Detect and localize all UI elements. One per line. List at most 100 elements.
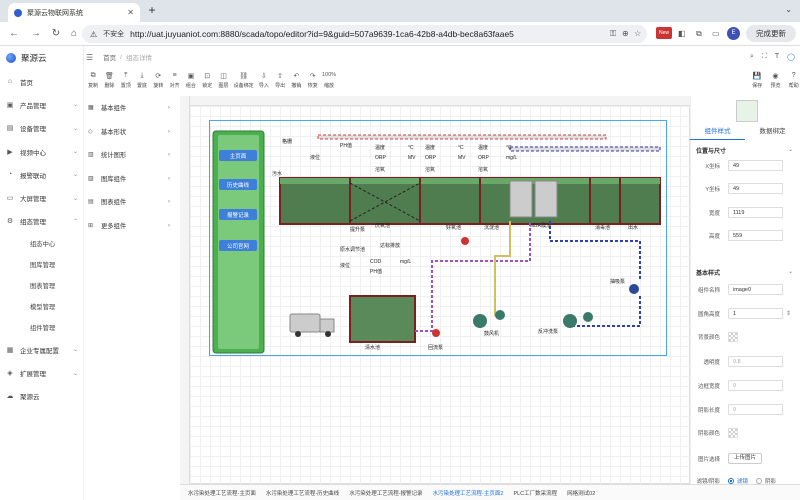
page-tab[interactable]: 水污染处理工艺流程-主页面: [188, 490, 256, 497]
close-tab-icon[interactable]: ✕: [127, 8, 134, 17]
sidebar-sub-config-center[interactable]: 组态中心: [30, 241, 56, 249]
tool-delete[interactable]: 🗑删除: [104, 73, 115, 89]
tool-group[interactable]: ▣组合: [185, 73, 196, 89]
library-more[interactable]: ⊞更多组件›: [88, 221, 170, 230]
browser-tab[interactable]: 聚源云物联网系统 ✕: [8, 3, 140, 22]
app-logo[interactable]: 聚源云: [0, 46, 83, 70]
tool-zoom[interactable]: 100%缩放: [321, 72, 337, 89]
sidebar-item-devices[interactable]: ▤设备管理⌄: [6, 125, 78, 134]
section-position[interactable]: 位置与尺寸⌄: [696, 147, 794, 155]
extension-icon[interactable]: ◧: [678, 29, 686, 38]
sidebar-sub-charts[interactable]: 图表管理: [30, 283, 56, 291]
library-gallery[interactable]: ▨图库组件›: [88, 174, 170, 183]
sidebar-item-alarm[interactable]: ◔报警联动⌄: [7, 171, 78, 180]
tool-align[interactable]: ≡对齐: [169, 72, 180, 89]
tab-data-binding[interactable]: 数据绑定: [759, 128, 786, 135]
tab-style[interactable]: 组件样式: [690, 126, 745, 140]
sidebar-item-enterprise[interactable]: ▦企业专属配置⌄: [6, 346, 78, 355]
tool-undo[interactable]: ↶撤销: [291, 73, 302, 89]
height-input[interactable]: 559: [728, 230, 783, 241]
opacity-input[interactable]: 0.8: [728, 356, 783, 367]
sidebar-item-home[interactable]: ⌂首页: [7, 78, 33, 87]
user-avatar-icon[interactable]: ◯: [787, 54, 795, 61]
update-button[interactable]: 完成更新: [746, 25, 796, 42]
fullscreen-icon[interactable]: ⛶: [761, 53, 767, 60]
lock-icon: ⊡: [204, 73, 211, 80]
section-style[interactable]: 基本样式⌄: [696, 269, 794, 277]
page-tab[interactable]: PLC工厂数采流程: [513, 490, 558, 497]
sidebar-item-products[interactable]: ▣产品管理⌄: [6, 101, 78, 110]
bg-color-picker[interactable]: [728, 332, 738, 342]
radio-filter[interactable]: 滤镜: [728, 477, 748, 485]
upload-image-button[interactable]: 上传图片: [728, 453, 763, 464]
star-icon[interactable]: ☆: [634, 29, 642, 38]
sidebar-sub-components[interactable]: 组件管理: [30, 325, 56, 333]
home-nav-icon[interactable]: ⌂: [70, 28, 78, 39]
tool-copy[interactable]: ⧉复制: [88, 72, 99, 89]
sidepanel-icon[interactable]: ▭: [712, 29, 720, 38]
menu-btn-home[interactable]: 主页面: [219, 150, 257, 161]
library-basic[interactable]: ▦基本组件›: [88, 104, 170, 113]
page-tab[interactable]: 网格测试02: [567, 490, 596, 497]
page-tab[interactable]: 水污染处理工艺流程-历史曲线: [265, 490, 340, 497]
tool-rotate[interactable]: ⟳旋转: [153, 73, 164, 89]
sidebar-item-extensions[interactable]: ◈扩展管理⌄: [7, 370, 78, 379]
home-icon: ⌂: [7, 78, 13, 86]
tool-device-bind[interactable]: ⛓设备绑定: [233, 73, 254, 89]
menu-toggle-icon[interactable]: ☰: [86, 52, 94, 62]
y-input[interactable]: 49: [728, 183, 783, 194]
site-favicon-icon: [14, 8, 22, 17]
sidebar-item-video[interactable]: ▶视频中心⌄: [7, 148, 78, 157]
stepper-icon[interactable]: ⇕: [786, 311, 792, 317]
chevron-down-icon: ⌄: [72, 347, 78, 354]
border-input[interactable]: 0: [728, 380, 783, 391]
page-tabs: 水污染处理工艺流程-主页面 水污染处理工艺流程-历史曲线 水污染处理工艺流程-报…: [180, 484, 800, 500]
new-badge[interactable]: New: [656, 27, 673, 39]
sidebar-item-juyuan[interactable]: ☁聚源云: [6, 393, 40, 402]
sidebar-sub-gallery[interactable]: 图库管理: [30, 262, 56, 270]
radio-shadow[interactable]: 阴影: [756, 477, 776, 485]
radius-input[interactable]: 1: [728, 308, 783, 319]
library-shapes[interactable]: ◇基本形状›: [88, 127, 170, 136]
menu-btn-alarm[interactable]: 报警记录: [219, 209, 257, 220]
key-icon[interactable]: ⚿: [610, 29, 617, 38]
search-icon[interactable]: ⌕: [750, 53, 754, 60]
tool-export[interactable]: ⇧导出: [275, 73, 286, 89]
page-tab-active[interactable]: 水污染处理工艺流程-主页面2: [432, 490, 504, 497]
tool-bottom[interactable]: ⤓置底: [137, 72, 148, 89]
tool-layer[interactable]: ◫图层: [218, 73, 229, 89]
reload-icon[interactable]: ↻: [51, 28, 61, 39]
tool-save[interactable]: 💾保存: [752, 73, 763, 89]
width-input[interactable]: 1119: [728, 207, 783, 218]
sidebar-sub-models[interactable]: 模型管理: [30, 304, 56, 312]
name-input[interactable]: image0: [728, 284, 783, 295]
sidebar-item-screens[interactable]: ▭大屏管理⌄: [6, 195, 78, 204]
shadow-color-picker[interactable]: [728, 428, 738, 438]
library-charts[interactable]: ▤图表组件›: [88, 198, 170, 207]
breadcrumb-home[interactable]: 首页: [103, 55, 117, 62]
forward-icon[interactable]: →: [31, 28, 41, 39]
puzzle-icon[interactable]: ⧉: [696, 29, 702, 38]
menu-btn-website[interactable]: 公司官网: [219, 240, 257, 251]
tool-redo[interactable]: ↷恢复: [307, 73, 318, 89]
translate-icon[interactable]: ⊕: [622, 29, 629, 38]
new-tab-button[interactable]: +: [148, 3, 156, 17]
process-diagram[interactable]: 主页面 历史曲线 报警记录 公司官网 液位 PH值 温度 ORP 溶氧 温度 O…: [209, 120, 667, 356]
pipe-return: [509, 146, 661, 152]
font-size-icon[interactable]: T: [774, 53, 780, 60]
url-bar[interactable]: ⚠ 不安全 http://uat.juyuaniot.com:8880/scad…: [82, 25, 647, 43]
tool-preview[interactable]: ◉预览: [770, 73, 781, 89]
tool-help[interactable]: ?帮助: [788, 72, 799, 89]
profile-avatar[interactable]: E: [727, 27, 740, 40]
library-stats[interactable]: ▥统计图形›: [88, 151, 170, 160]
sidebar-item-config[interactable]: ⚙组态管理⌃: [6, 218, 78, 227]
tool-import[interactable]: ⇩导入: [258, 73, 269, 89]
x-input[interactable]: 49: [728, 160, 783, 171]
tab-list-icon[interactable]: ⌄: [785, 5, 792, 14]
back-icon[interactable]: ←: [9, 28, 19, 39]
tool-lock[interactable]: ⊡锁定: [202, 73, 213, 89]
shadow-input[interactable]: 0: [728, 404, 783, 415]
tool-top[interactable]: ⤒置顶: [120, 72, 131, 89]
page-tab[interactable]: 水污染处理工艺流程-报警记录: [349, 490, 423, 497]
menu-btn-history[interactable]: 历史曲线: [219, 179, 257, 190]
